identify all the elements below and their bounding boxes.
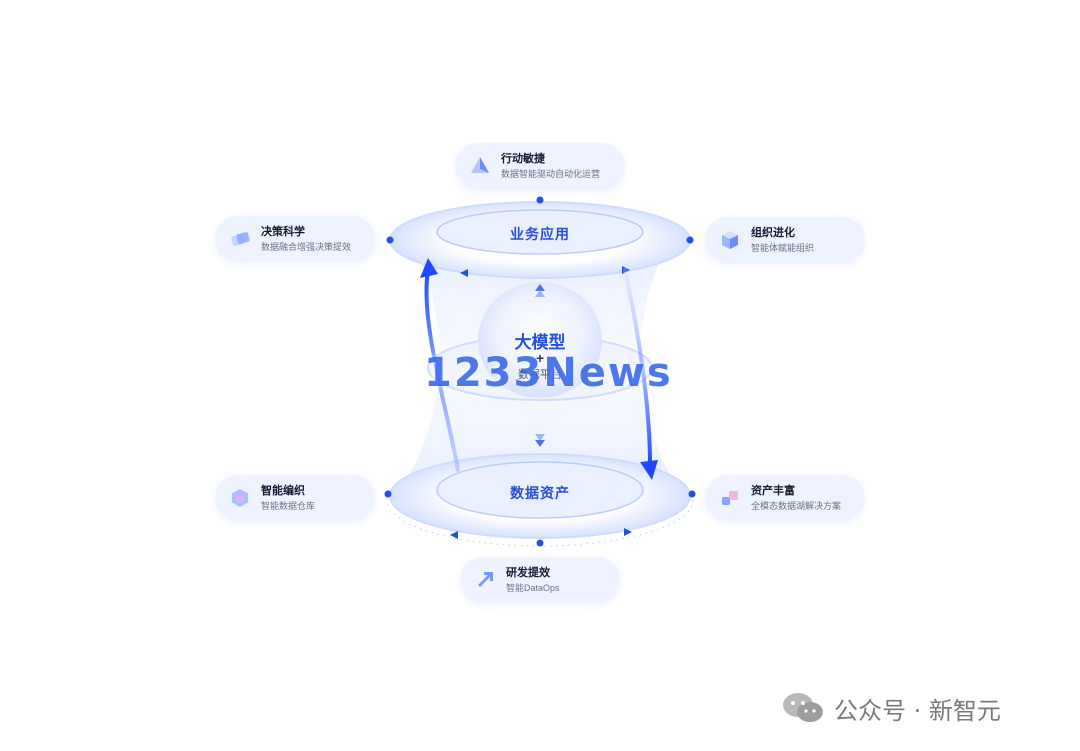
card-title: 研发提效 xyxy=(506,566,550,579)
up-chevron-icon xyxy=(535,284,545,291)
card-assets: 资产丰富 全模态数据湖解决方案 xyxy=(705,475,865,521)
card-weave: 智能编织 智能数据仓库 xyxy=(215,475,375,521)
arrow-up-right-icon xyxy=(478,572,493,587)
top-inner-ring xyxy=(436,209,644,255)
pyramid-icon xyxy=(471,157,489,173)
up-flow-arrow xyxy=(424,268,460,472)
card-title: 智能编织 xyxy=(261,484,305,497)
card-subtitle: 全模态数据湖解决方案 xyxy=(751,500,842,511)
card-rnd: 研发提效 智能DataOps xyxy=(460,557,620,603)
card-title: 行动敏捷 xyxy=(501,152,545,165)
wechat-icon xyxy=(783,693,823,722)
center-sphere xyxy=(478,282,602,398)
center-subtitle: 数据平台 xyxy=(518,369,562,381)
down-chevron-icon xyxy=(535,434,545,441)
card-action: 行动敏捷 数据智能驱动自动化运营 xyxy=(455,143,625,189)
card-subtitle: 数据智能驱动自动化运营 xyxy=(501,168,601,179)
cube-icon xyxy=(722,231,738,249)
bottom-outer-dash xyxy=(386,453,694,547)
top-layer-label: 业务应用 xyxy=(510,226,570,242)
blocks-icon xyxy=(722,491,738,505)
top-left-dot xyxy=(386,236,394,244)
down-chevron-icon-2 xyxy=(535,440,545,447)
bottom-inner-ring xyxy=(436,461,644,519)
center-title: 大模型 xyxy=(514,333,566,352)
card-subtitle: 智能数据仓库 xyxy=(261,500,316,511)
down-flow-arrowhead xyxy=(640,460,658,480)
up-flow-arrowhead xyxy=(420,258,438,278)
down-flow-arrow xyxy=(623,268,652,467)
bottom-right-dot xyxy=(688,490,696,498)
card-subtitle: 智能DataOps xyxy=(506,582,560,593)
hexagon-icon xyxy=(232,489,248,507)
source-brand: 公众号 · 新智元 xyxy=(780,690,1001,726)
bottom-node-dot xyxy=(536,539,544,547)
card-title: 决策科学 xyxy=(261,225,305,238)
ring-arrow-3 xyxy=(450,531,458,539)
top-node-dot xyxy=(536,196,544,204)
bottom-layer-label: 数据资产 xyxy=(510,485,570,501)
card-decision: 决策科学 数据融合增强决策提效 xyxy=(215,216,375,262)
brand-text: 公众号 · 新智元 xyxy=(834,696,1001,725)
ring-arrow-1 xyxy=(460,269,468,277)
card-title: 资产丰富 xyxy=(751,484,795,497)
card-org: 组织进化 智能体赋能组织 xyxy=(705,217,865,263)
bottom-left-dot xyxy=(384,490,392,498)
top-right-dot xyxy=(686,236,694,244)
ring-arrow-4 xyxy=(624,528,632,536)
up-chevron-icon-2 xyxy=(535,290,545,297)
card-subtitle: 智能体赋能组织 xyxy=(751,242,815,253)
card-subtitle: 数据融合增强决策提效 xyxy=(261,241,352,252)
watermark: 1233News xyxy=(424,350,673,396)
center-plus: + xyxy=(535,350,545,366)
layers-icon xyxy=(231,232,250,246)
card-title: 组织进化 xyxy=(751,226,795,239)
